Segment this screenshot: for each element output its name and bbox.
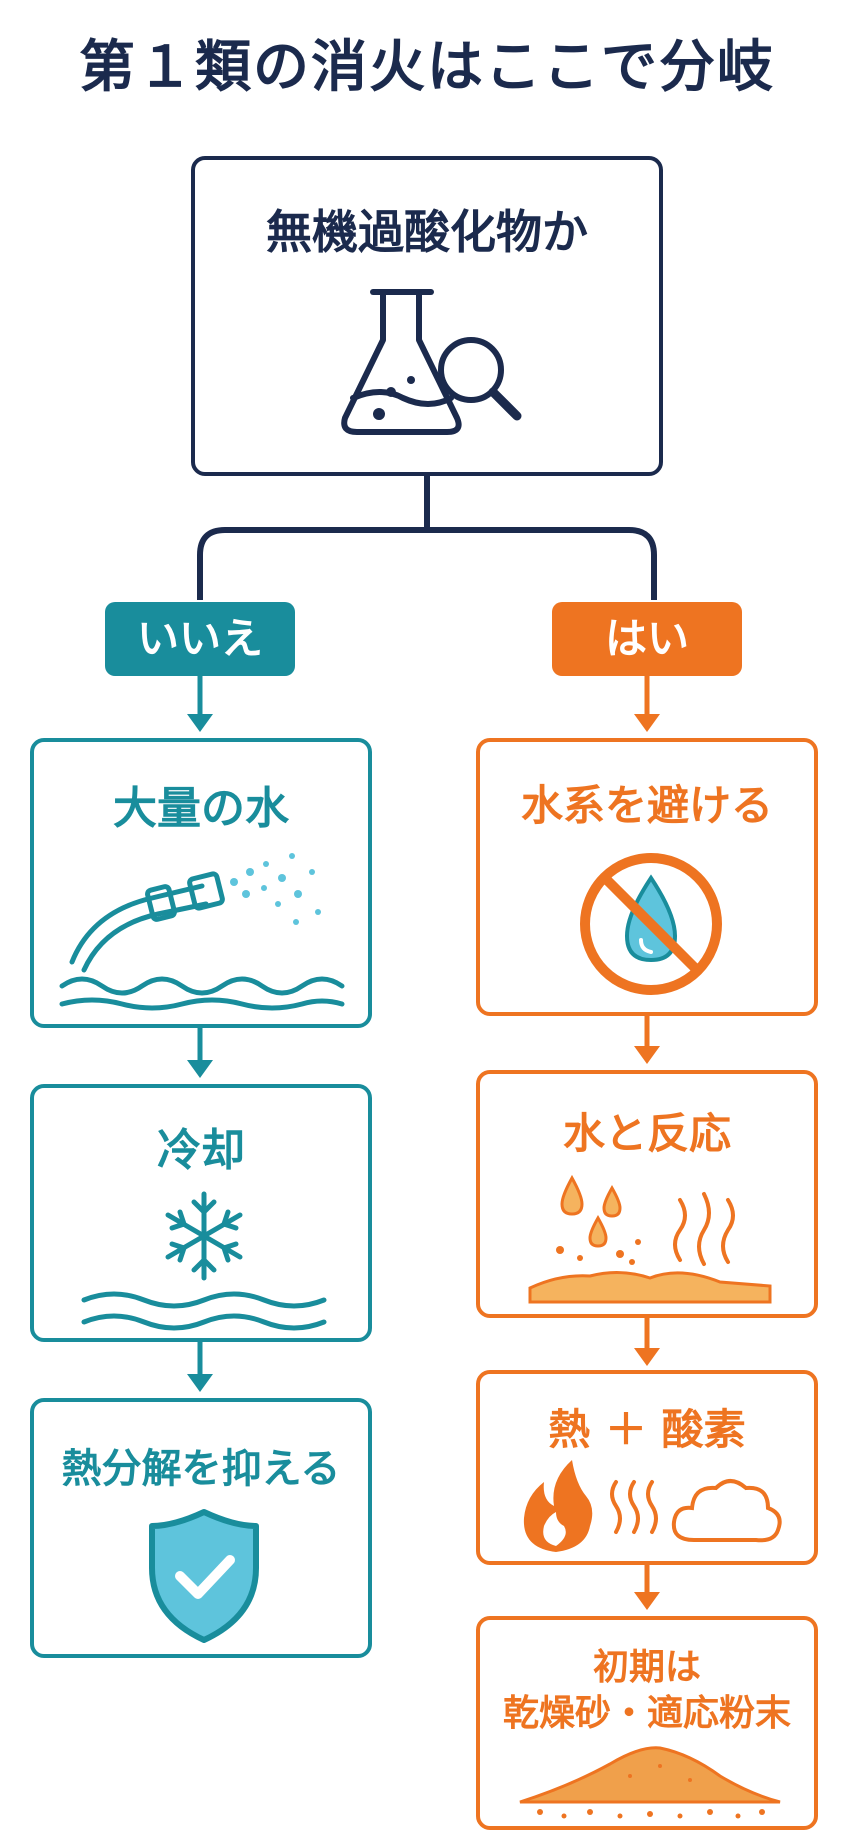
arrow-right-4 [634,1563,660,1610]
fire-heat-cloud-icon [523,1460,782,1552]
arrow-right-2 [634,1014,660,1064]
step-yes-4-line1: 初期は [592,1647,701,1688]
step-no-2: 冷却 [30,1084,372,1342]
root-question-box: 無機過酸化物か [191,156,663,476]
water-hose-icon [59,853,345,1011]
branch-no-label: いいえ [105,602,295,676]
no-water-icon [580,853,722,995]
step-yes-3: 熱 ＋ 酸素 [476,1370,818,1565]
page-title: 第１類の消火はここで分岐 [79,35,775,100]
step-no-3-text: 熱分解を抑える [61,1446,341,1492]
arrow-left-2 [187,1026,213,1078]
snowflake-icon [81,1191,327,1331]
sand-pile-icon [519,1746,781,1819]
arrow-right-3 [634,1316,660,1366]
arrow-left-3 [187,1340,213,1392]
step-no-2-text: 冷却 [157,1125,245,1176]
step-yes-2: 水と反応 [476,1070,818,1318]
step-no-1-text: 大量の水 [113,783,289,834]
step-yes-4: 初期は 乾燥砂・適応粉末 [476,1616,818,1830]
step-no-1: 大量の水 [30,738,372,1028]
step-yes-4-line2: 乾燥砂・適応粉末 [502,1693,791,1734]
arrow-right-1 [634,676,660,732]
step-yes-3-text: 熱 ＋ 酸素 [548,1405,746,1454]
step-no-3: 熱分解を抑える [30,1398,372,1658]
shield-check-icon [149,1509,259,1643]
flask-magnifier-icon [341,289,522,435]
root-question-text: 無機過酸化物か [266,205,588,259]
step-yes-2-text: 水と反応 [562,1109,731,1158]
branch-yes-label: はい [552,602,742,676]
step-yes-1-text: 水系を避ける [520,781,773,830]
water-reaction-icon [528,1174,772,1304]
arrow-left-1 [187,676,213,732]
step-yes-1: 水系を避ける [476,738,818,1016]
